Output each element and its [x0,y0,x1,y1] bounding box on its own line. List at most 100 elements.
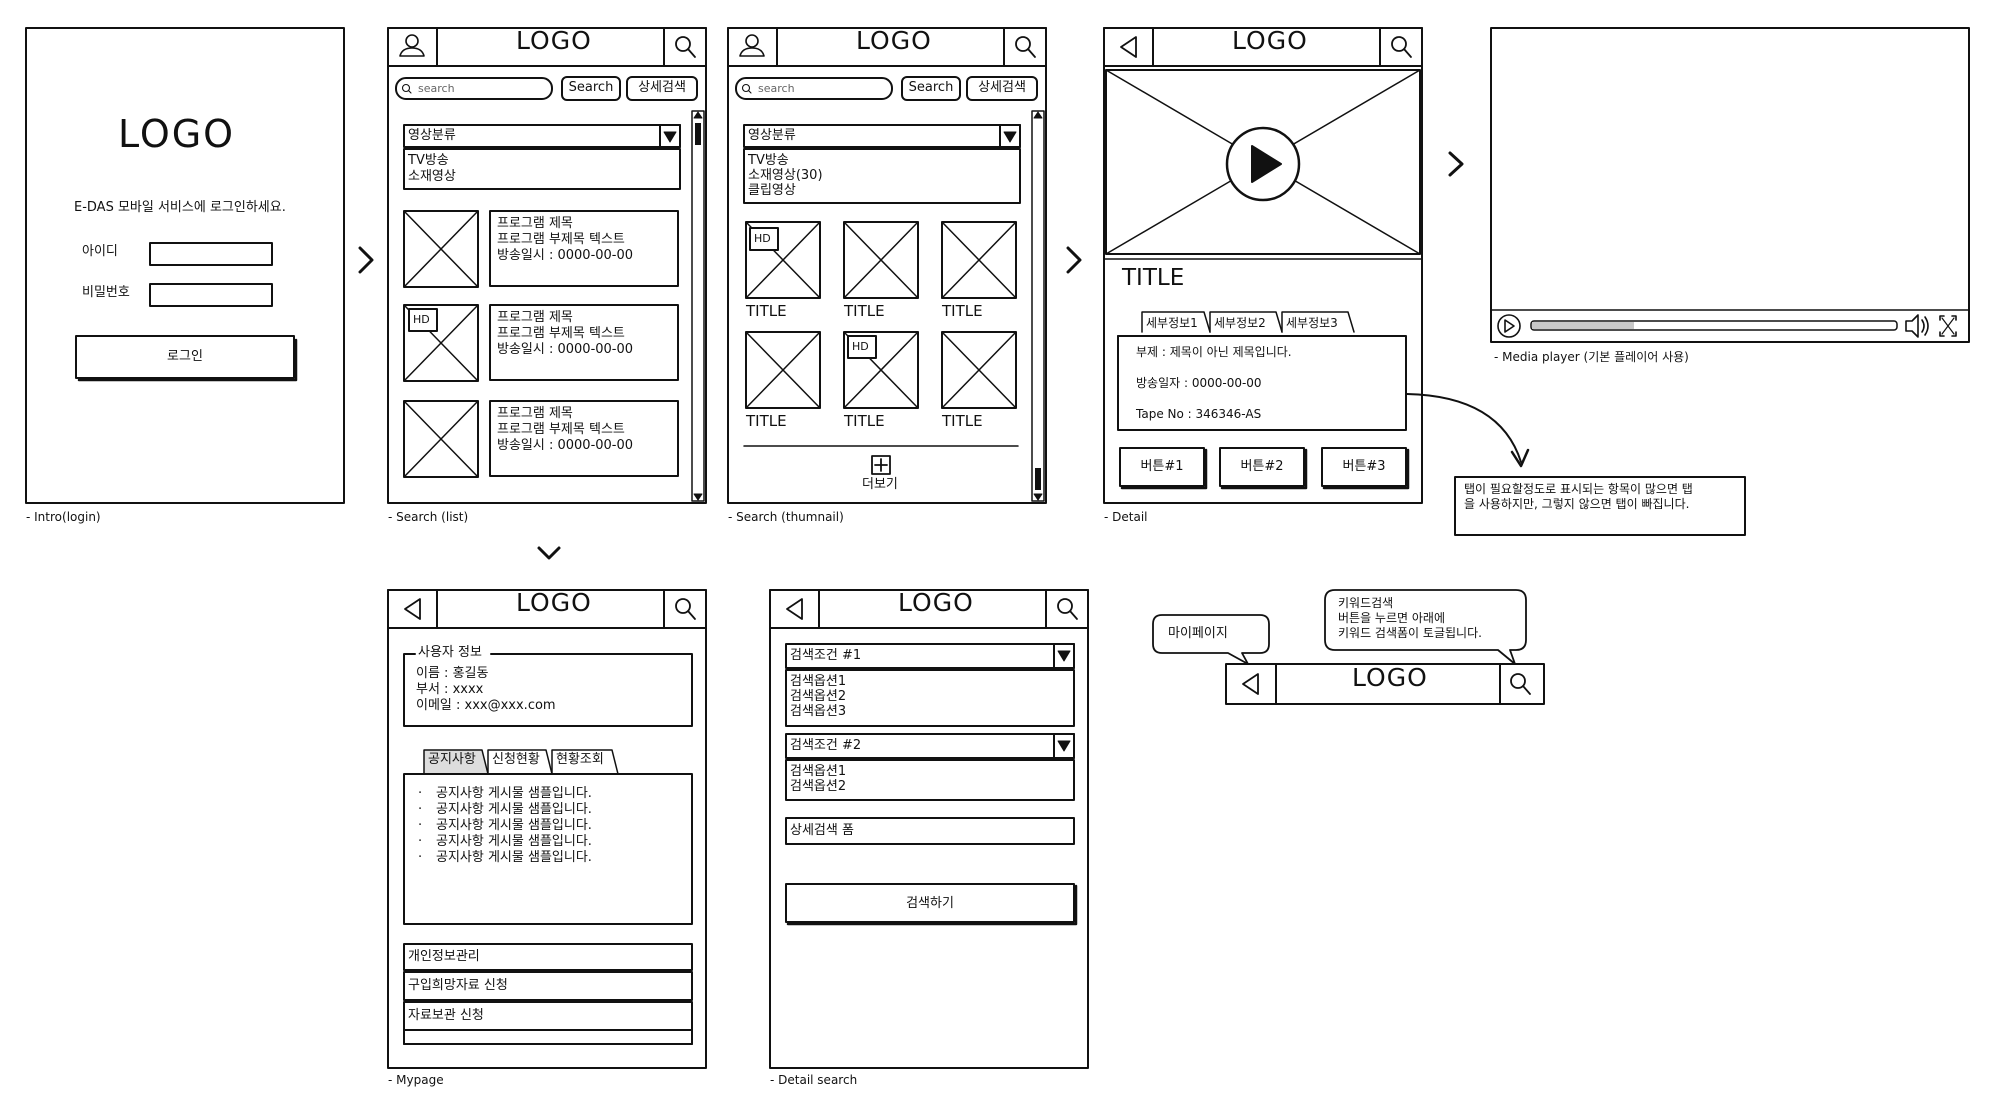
intro-message: E-DAS 모바일 서비스에 로그인하세요. [74,200,286,215]
list-item-date: 방송일시 : 0000-00-00 [497,342,634,357]
user-info-line: 이메일 : xxx@xxx.com [416,698,556,713]
mypage-tab[interactable]: 공지사항 [428,752,476,767]
thumb-title[interactable]: TITLE [942,412,983,430]
thumb-search-input[interactable]: search [758,82,795,95]
notice-item[interactable]: 공지사항 게시물 샘플입니다. [436,802,592,817]
mypage-menu-item[interactable]: 구입희망자료 신청 [408,978,508,993]
detail-tab[interactable]: 세부정보2 [1214,316,1266,330]
video-placeholder [1105,69,1421,255]
list-item-subtitle: 프로그램 부제목 텍스트 [497,422,625,437]
list-header [387,27,707,67]
list-logo: LOGO [516,26,592,55]
list-item-title[interactable]: 프로그램 제목 [497,310,573,325]
flow-arrow-2 [1066,246,1082,274]
media-volume-icon [1905,314,1929,338]
condition2-select[interactable]: 검색조건 #2 [790,738,862,753]
notice-item[interactable]: 공지사항 게시물 샘플입니다. [436,850,592,865]
mypage-tab[interactable]: 신청현황 [492,752,540,767]
thumb-search-button[interactable]: Search [908,80,954,95]
list-search-icon [675,36,696,58]
bubble-mypage [1152,614,1270,665]
intro-login-button[interactable]: 로그인 [167,349,203,364]
notice-item[interactable]: 공지사항 게시물 샘플입니다. [436,786,592,801]
detail-button-2[interactable]: 버튼#2 [1240,459,1284,474]
list-item-subtitle: 프로그램 부제목 텍스트 [497,232,625,247]
list-search-button[interactable]: Search [568,80,614,95]
caption-intro: - Intro(login) [26,510,101,524]
intro-id-input[interactable] [150,243,272,265]
notice-item[interactable]: 공지사항 게시물 샘플입니다. [436,818,592,833]
mypage-menu-item[interactable]: 자료보관 신청 [408,1008,484,1023]
mypage-search-icon [675,598,696,620]
detail-info-line: 부제 : 제목이 아닌 제목입니다. [1136,345,1292,359]
intro-frame [25,27,345,504]
header-back-icon [1242,673,1259,695]
media-fullscreen-icon [1939,315,1957,337]
condition2-option[interactable]: 검색옵션2 [790,779,847,794]
notice-bullet: · [418,818,423,833]
intro-pw-field [149,283,273,307]
list-item-title[interactable]: 프로그램 제목 [497,216,573,231]
more-button[interactable]: 더보기 [862,477,898,492]
thumb-title[interactable]: TITLE [844,412,885,430]
more-plus-icon [871,455,891,475]
thumb-title[interactable]: TITLE [746,302,787,320]
thumb-grid [745,221,1017,409]
flow-arrow-3 [1448,151,1464,177]
thumb-title[interactable]: TITLE [942,302,983,320]
notice-bullet: · [418,850,423,865]
dsearch-logo: LOGO [898,588,974,617]
thumb-category-select[interactable]: 영상분류 [748,128,796,143]
mypage-tab[interactable]: 현황조회 [556,752,604,767]
bubble-keyword [1324,589,1527,665]
thumb-title[interactable]: TITLE [746,412,787,430]
media-play-icon [1497,314,1521,338]
condition1-option[interactable]: 검색옵션1 [790,674,847,689]
list-detail-button-box [626,76,698,101]
detail-logo: LOGO [1232,26,1308,55]
search-submit-button[interactable]: 검색하기 [906,896,954,911]
notice-item[interactable]: 공지사항 게시물 샘플입니다. [436,834,592,849]
thumb-category-option[interactable]: TV방송 [748,153,789,168]
flow-arrow-1 [358,246,374,274]
flow-arrow-down [537,546,561,560]
thumb-detail-search-button[interactable]: 상세검색 [978,80,1026,95]
detail-button-1[interactable]: 버튼#1 [1140,459,1184,474]
list-category-option[interactable]: 소재영상 [408,169,456,184]
detail-search-form[interactable]: 상세검색 폼 [790,823,854,838]
thumb-title[interactable]: TITLE [844,302,885,320]
mypage-back-icon [404,598,421,620]
list-item-title[interactable]: 프로그램 제목 [497,406,573,421]
thumb-category-option[interactable]: 클립영상 [748,183,796,198]
notice-bullet: · [418,834,423,849]
user-info-line: 부서 : xxxx [416,682,484,697]
media-frame [1490,27,1970,343]
condition1-select[interactable]: 검색조건 #1 [790,648,862,663]
condition1-option[interactable]: 검색옵션2 [790,689,847,704]
intro-pw-input[interactable] [150,284,272,306]
mypage-menu-item[interactable]: 개인정보관리 [408,949,480,964]
list-detail-search-button[interactable]: 상세검색 [638,80,686,95]
dsearch-search-icon [1057,598,1078,620]
header-search-icon [1510,673,1531,695]
header-sample [1225,663,1545,705]
list-category-select[interactable]: 영상분류 [408,128,456,143]
thumb-logo: LOGO [856,26,932,55]
notice-bullet: · [418,786,423,801]
detail-tab[interactable]: 세부정보3 [1286,316,1338,330]
list-category-option[interactable]: TV방송 [408,153,449,168]
play-icon [1251,145,1282,183]
condition2-option[interactable]: 검색옵션1 [790,764,847,779]
detail-button-3[interactable]: 버튼#3 [1342,459,1386,474]
condition1-option[interactable]: 검색옵션3 [790,704,847,719]
intro-login-button-box [75,335,295,379]
note-box [1454,476,1746,536]
thumb-category-option[interactable]: 소재영상(30) [748,168,823,183]
list-search-input[interactable]: search [418,82,455,95]
list-item-thumbs [403,210,479,478]
caption-search-list: - Search (list) [388,510,469,524]
detail-tab[interactable]: 세부정보1 [1146,316,1198,330]
detail-info-line: Tape No : 346346-AS [1136,407,1262,421]
hd-badge: HD [852,340,869,353]
caption-mypage: - Mypage [388,1073,444,1087]
